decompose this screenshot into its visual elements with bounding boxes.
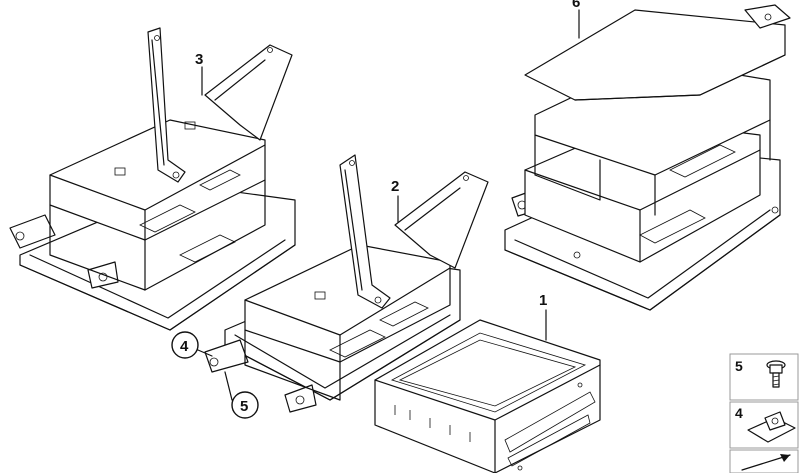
callout-6: 6 <box>572 0 580 11</box>
callout-1: 1 <box>539 292 547 309</box>
arrow-icon <box>741 454 791 471</box>
legend-cell-arrow <box>729 449 799 473</box>
callout-2: 2 <box>391 178 399 195</box>
callout-4: 4 <box>180 338 189 355</box>
legend-panel <box>729 353 799 473</box>
part-2-bracket[interactable] <box>204 154 489 413</box>
part-1-unit[interactable] <box>374 309 601 473</box>
legend-label-4: 4 <box>735 405 743 421</box>
legend-label-5: 5 <box>735 358 743 374</box>
legend-cell-5 <box>729 353 799 401</box>
callout-5-circle[interactable] <box>224 371 259 419</box>
callout-3: 3 <box>195 51 203 68</box>
screw-icon <box>766 360 786 388</box>
callout-5: 5 <box>240 398 248 415</box>
callout-4-circle[interactable] <box>171 331 213 359</box>
part-3-bracket[interactable] <box>9 27 296 331</box>
part-6-bracket-assembly[interactable] <box>504 4 791 311</box>
clip-nut-icon <box>747 411 796 443</box>
